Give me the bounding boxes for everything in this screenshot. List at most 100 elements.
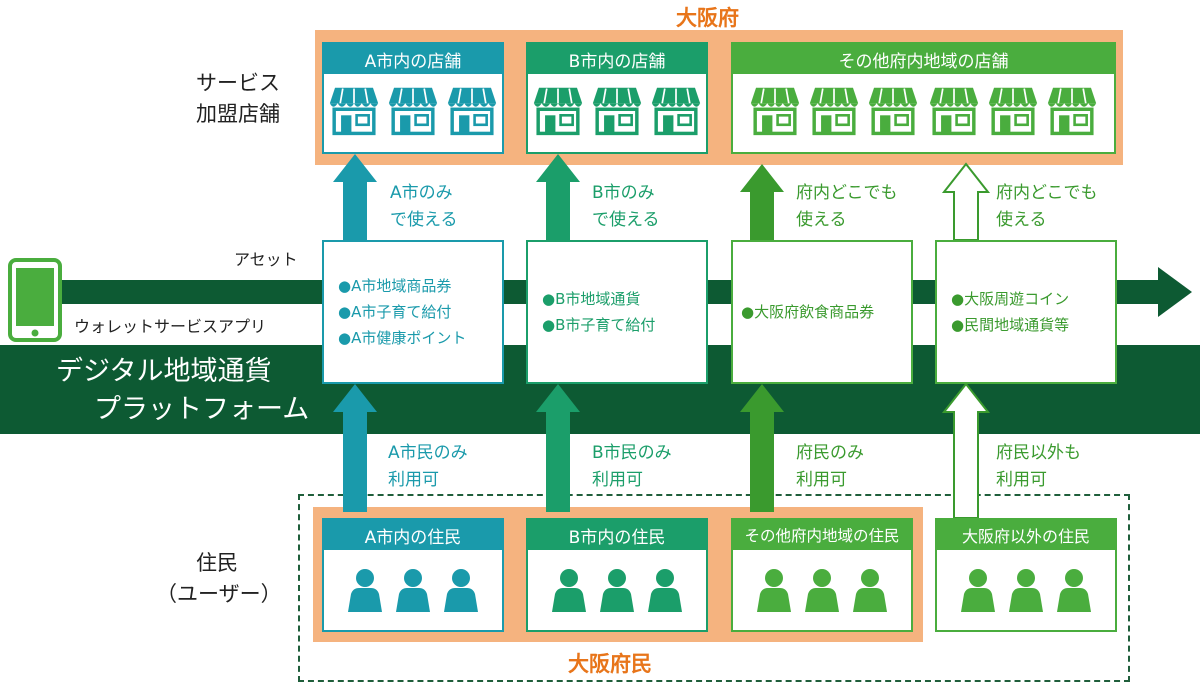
eligibility-label-c-line-2: 利用可 — [796, 470, 847, 490]
person-icon — [853, 569, 887, 612]
use-label-c-line-1: 府内どこでも — [796, 183, 898, 203]
users-label: 住民 （ユーザー） — [156, 548, 282, 610]
store-panel-other: その他府内地域の店舗 — [731, 42, 1116, 154]
store-icons-b — [528, 86, 706, 144]
store-panel-other-title: その他府内地域の店舗 — [733, 44, 1114, 74]
person-icon — [1009, 569, 1043, 612]
resident-panel-b-title: B市内の住民 — [528, 520, 706, 550]
use-label-a: A市のみ で使える — [390, 180, 458, 234]
users-label-line-2: （ユーザー） — [156, 582, 282, 606]
eligibility-label-a-line-2: 利用可 — [388, 470, 439, 490]
use-label-b: B市のみ で使える — [592, 180, 660, 234]
person-icon — [444, 569, 478, 612]
eligibility-label-a-line-1: A市民のみ — [388, 443, 468, 463]
arrow-a-resident — [333, 384, 377, 512]
people-icons-other — [733, 568, 911, 624]
people-icons-outside — [937, 568, 1115, 624]
asset-box-b: ●B市地域通貨 ●B市子育て給付 — [526, 240, 708, 384]
asset-item: ●A市子育て給付 — [338, 303, 452, 321]
arrow-c-resident — [740, 384, 784, 512]
asset-label: アセット — [234, 250, 298, 269]
resident-panel-other: その他府内地域の住民 — [731, 518, 913, 632]
eligibility-label-b-line-2: 利用可 — [592, 470, 643, 490]
storefront-icon — [447, 87, 497, 136]
people-icons-b — [528, 568, 706, 624]
storefront-icon — [651, 87, 701, 136]
platform-label: デジタル地域通貨 プラットフォーム — [56, 353, 309, 429]
store-panel-a: A市内の店舗 — [322, 42, 504, 154]
wallet-label: ウォレットサービスアプリ — [74, 317, 267, 336]
storefront-icon — [869, 87, 918, 136]
store-icons-a — [324, 86, 502, 144]
arrow-a-up — [333, 154, 377, 240]
person-icon — [805, 569, 839, 612]
resident-panel-a: A市内の住民 — [322, 518, 504, 632]
resident-panel-other-title: その他府内地域の住民 — [733, 520, 911, 550]
stores-label-line-2: 加盟店舗 — [196, 102, 280, 126]
smartphone-icon — [8, 258, 62, 342]
platform-label-line-2: プラットフォーム — [94, 394, 310, 425]
eligibility-label-a: A市民のみ 利用可 — [388, 440, 468, 494]
storefront-icon — [810, 87, 859, 136]
store-icons-other — [733, 86, 1114, 144]
person-icon — [396, 569, 430, 612]
asset-item: ●民間地域通貨等 — [951, 316, 1070, 334]
use-label-c: 府内どこでも 使える — [796, 180, 898, 234]
asset-item: ●大阪府飲食商品券 — [741, 303, 875, 321]
person-icon — [1057, 569, 1091, 612]
use-label-d-line-2: 使える — [996, 210, 1047, 230]
eligibility-label-c: 府民のみ 利用可 — [796, 440, 864, 494]
stores-label: サービス 加盟店舗 — [196, 68, 280, 130]
resident-panel-outside: 大阪府以外の住民 — [935, 518, 1117, 632]
arrow-b-resident — [536, 384, 580, 512]
eligibility-label-b-line-1: B市民のみ — [592, 443, 672, 463]
storefront-icon — [1047, 87, 1096, 136]
storefront-icon — [988, 87, 1037, 136]
use-label-d-line-1: 府内どこでも — [996, 183, 1098, 203]
eligibility-label-d-line-1: 府民以外も — [996, 443, 1081, 463]
stores-label-line-1: サービス — [196, 71, 280, 95]
region-label-prefecture: 大阪府 — [676, 6, 739, 30]
use-label-a-line-2: で使える — [390, 210, 458, 230]
person-icon — [552, 569, 586, 612]
use-label-b-line-1: B市のみ — [592, 183, 655, 203]
person-icon — [757, 569, 791, 612]
asset-item: ●A市健康ポイント — [338, 329, 467, 347]
storefront-icon — [751, 87, 800, 136]
person-icon — [348, 569, 382, 612]
eligibility-label-b: B市民のみ 利用可 — [592, 440, 672, 494]
people-icons-a — [324, 568, 502, 624]
storefront-icon — [592, 87, 642, 136]
use-label-a-line-1: A市のみ — [390, 183, 453, 203]
person-icon — [648, 569, 682, 612]
storefront-icon — [929, 87, 978, 136]
region-label-residents: 大阪府民 — [568, 652, 652, 676]
storefront-icon — [388, 87, 438, 136]
eligibility-label-d-line-2: 利用可 — [996, 470, 1047, 490]
platform-label-line-1: デジタル地域通貨 — [56, 356, 272, 387]
arrow-b-up — [536, 154, 580, 240]
eligibility-label-c-line-1: 府民のみ — [796, 443, 864, 463]
asset-item: ●A市地域商品券 — [338, 277, 452, 295]
asset-item: ●B市地域通貨 — [542, 290, 641, 308]
use-label-d: 府内どこでも 使える — [996, 180, 1098, 234]
asset-box-d: ●大阪周遊コイン ●民間地域通貨等 — [935, 240, 1117, 384]
asset-item: ●B市子育て給付 — [542, 316, 656, 334]
use-label-c-line-2: 使える — [796, 210, 847, 230]
users-label-line-1: 住民 — [196, 551, 238, 575]
asset-box-a: ●A市地域商品券 ●A市子育て給付 ●A市健康ポイント — [322, 240, 504, 384]
person-icon — [600, 569, 634, 612]
arrow-c-up — [740, 164, 784, 240]
resident-panel-a-title: A市内の住民 — [324, 520, 502, 550]
store-panel-a-title: A市内の店舗 — [324, 44, 502, 74]
store-panel-b-title: B市内の店舗 — [528, 44, 706, 74]
resident-panel-b: B市内の住民 — [526, 518, 708, 632]
resident-panel-outside-title: 大阪府以外の住民 — [937, 520, 1115, 550]
asset-item: ●大阪周遊コイン — [951, 290, 1070, 308]
storefront-icon — [533, 87, 583, 136]
arrow-d-resident — [941, 382, 991, 519]
eligibility-label-d: 府民以外も 利用可 — [996, 440, 1081, 494]
use-label-b-line-2: で使える — [592, 210, 660, 230]
asset-box-c: ●大阪府飲食商品券 — [731, 240, 913, 384]
